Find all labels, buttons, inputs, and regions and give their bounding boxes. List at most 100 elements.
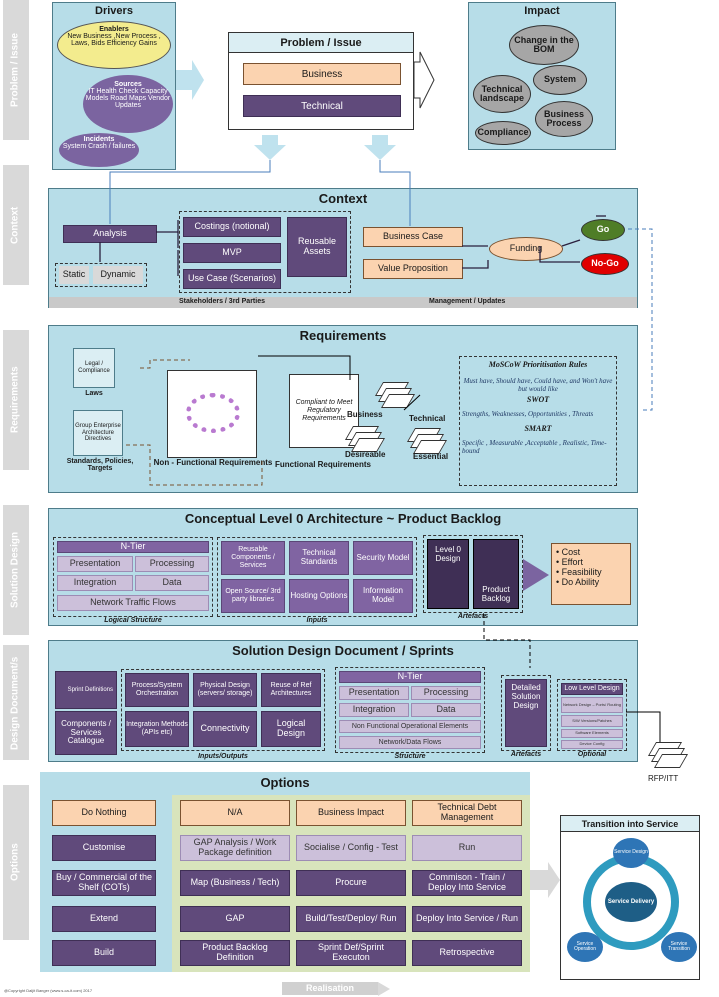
c-data: Data: [135, 575, 209, 591]
impact-title: Impact: [524, 5, 560, 17]
artefacts-group: [423, 535, 523, 613]
standards-label: Standards, Policies, Targets: [66, 458, 134, 472]
static-dynamic-group: [55, 263, 147, 287]
io-caption: Inputs/Outputs: [198, 753, 248, 760]
enablers-cloud: Enablers New Business ,New Process , Law…: [57, 21, 171, 69]
detailed-design: Detailed Solution Design: [505, 679, 547, 747]
ntier-header: N-Tier: [57, 541, 209, 553]
side-label-context: Context: [9, 206, 21, 244]
outcome-item: • Feasibility: [556, 567, 602, 577]
option-cell-r2-c3: Commison - Train / Deploy Into Service: [412, 870, 522, 896]
side-rail-solution: [3, 505, 29, 635]
sdd-netflows: Network/Data Flows: [339, 736, 481, 749]
sources-text: IT Health Check Capacity Models Road Map…: [85, 88, 171, 109]
option-cell-r1-c0: Customise: [52, 835, 156, 861]
sdd-process: Process/System Orchestration: [125, 673, 189, 707]
enablers-title: Enablers: [99, 26, 129, 33]
copyright: @Copyright Daljit Banger (www.s-ca-it.co…: [4, 988, 93, 993]
group-directives-doc: Group Enterprise Architecture Directives: [73, 410, 123, 456]
context-business-case: Business Case: [363, 227, 463, 247]
nonfunctional-doc: [167, 370, 257, 458]
legal-doc: Legal / Compliance: [73, 348, 115, 388]
context-reusable: Reusable Assets: [287, 217, 347, 277]
sdd-nfoe: Non Functional Operational Elements: [339, 720, 481, 733]
drivers-title: Drivers: [95, 5, 133, 17]
swot-title: SWOT: [526, 395, 550, 404]
side-label-solution: Solution Design: [9, 531, 21, 609]
context-analysis: Analysis: [63, 225, 157, 243]
options-title: Options: [260, 775, 310, 790]
option-cell-r0-c2: Business Impact: [296, 800, 406, 826]
sprint-defs: Sprint Definitions: [55, 671, 117, 709]
sdd-integration-methods: Integration Methods (APIs etc): [125, 711, 189, 747]
realisation-arrow: Realisation: [282, 982, 378, 995]
sdd-artefacts-caption: Artefacts: [510, 751, 542, 758]
option-cell-r4-c2: Sprint Def/Sprint Executon: [296, 940, 406, 966]
enablers-text: New Business ,New Process , Laws, Bids E…: [67, 33, 161, 47]
outcome-arrow-icon: [523, 559, 549, 591]
smart-text: Specific , Measurable ,Acceptable , Real…: [462, 439, 607, 455]
laws-label: Laws: [85, 390, 103, 397]
down-arrow-icon: [254, 135, 286, 160]
drivers-arrow-icon: [176, 60, 204, 100]
option-cell-r3-c0: Extend: [52, 906, 156, 932]
service-operation: Service Operation: [567, 932, 603, 962]
outcome-item: • Cost: [556, 547, 581, 557]
c-technical-standards: Technical Standards: [289, 541, 349, 575]
requirements-panel: Requirements Legal / Compliance Laws Gro…: [48, 325, 638, 493]
problem-technical: Technical: [243, 95, 401, 117]
nonfunctional-icon: [186, 393, 240, 433]
sdd-processing: Processing: [411, 686, 481, 700]
sdd-data: Data: [411, 703, 481, 717]
lld-item: Device Config: [561, 740, 623, 749]
context-costings: Costings (notional): [183, 217, 281, 237]
outcome-item: • Do Ability: [556, 577, 600, 587]
logical-structure-group: [53, 537, 213, 617]
artefacts-caption: Artefacts: [457, 613, 489, 620]
structure-caption: Structure: [394, 753, 426, 760]
product-backlog: Product Backlog: [473, 539, 519, 609]
side-rail-problem: [3, 0, 29, 140]
sdd-presentation: Presentation: [339, 686, 409, 700]
sdd-connectivity: Connectivity: [193, 711, 257, 747]
nonfunctional-label: Non - Functional Requirements: [153, 458, 273, 467]
incidents-cloud: Incidents System Crash / failures: [59, 133, 139, 167]
conceptual-panel: Conceptual Level 0 Architecture ~ Produc…: [48, 508, 638, 626]
context-title: Context: [318, 191, 368, 206]
option-cell-r1-c1: GAP Analysis / Work Package definition: [180, 835, 290, 861]
problem-panel: Problem / Issue Business Technical: [228, 32, 414, 130]
c-network: Network Traffic Flows: [57, 595, 209, 611]
incidents-title: Incidents: [83, 136, 115, 143]
realisation-arrow-tip: [378, 982, 390, 996]
side-rail-context: [3, 165, 29, 285]
side-label-problem: Problem / Issue: [9, 33, 21, 107]
io-group: [121, 669, 325, 751]
option-cell-r0-c1: N/A: [180, 800, 290, 826]
drivers-panel: Drivers Enablers New Business ,New Proce…: [52, 2, 176, 170]
side-rail-design-docs: [3, 645, 29, 760]
sources-cloud: Sources IT Health Check Capacity Models …: [83, 75, 173, 133]
outcomes-box: • Cost • Effort • Feasibility • Do Abili…: [551, 543, 631, 605]
context-footer: Stakeholders / 3rd Parties Management / …: [49, 297, 637, 308]
sdd-ntier: N-Tier: [339, 671, 481, 683]
option-cell-r3-c2: Build/Test/Deploy/ Run: [296, 906, 406, 932]
options-arrow-icon: [530, 862, 560, 898]
option-cell-r4-c1: Product Backlog Definition: [180, 940, 290, 966]
impact-panel: Impact Change in the BOM Technical lands…: [468, 2, 616, 150]
swot-text: Strengths, Weaknesses, Opportunities , T…: [462, 410, 594, 418]
inputs-caption: Inputs: [306, 617, 328, 624]
transition-panel: Transition into Service Service Delivery…: [560, 815, 700, 980]
req-desireable: Desireable: [345, 450, 386, 459]
context-panel: Context Analysis Static Dynamic Costings…: [48, 188, 638, 308]
sdd-integration: Integration: [339, 703, 409, 717]
context-static: Static: [59, 266, 89, 284]
transition-title: Transition into Service: [561, 816, 699, 832]
impact-system: System: [533, 65, 587, 95]
sources-title: Sources: [114, 81, 142, 88]
context-footer-left: Stakeholders / 3rd Parties: [179, 298, 265, 305]
inputs-group: [217, 537, 417, 617]
conceptual-title: Conceptual Level 0 Architecture ~ Produc…: [184, 511, 502, 526]
req-essential: Essential: [413, 452, 449, 461]
impact-process: Business Process: [535, 101, 593, 137]
c-information: Information Model: [353, 579, 413, 613]
